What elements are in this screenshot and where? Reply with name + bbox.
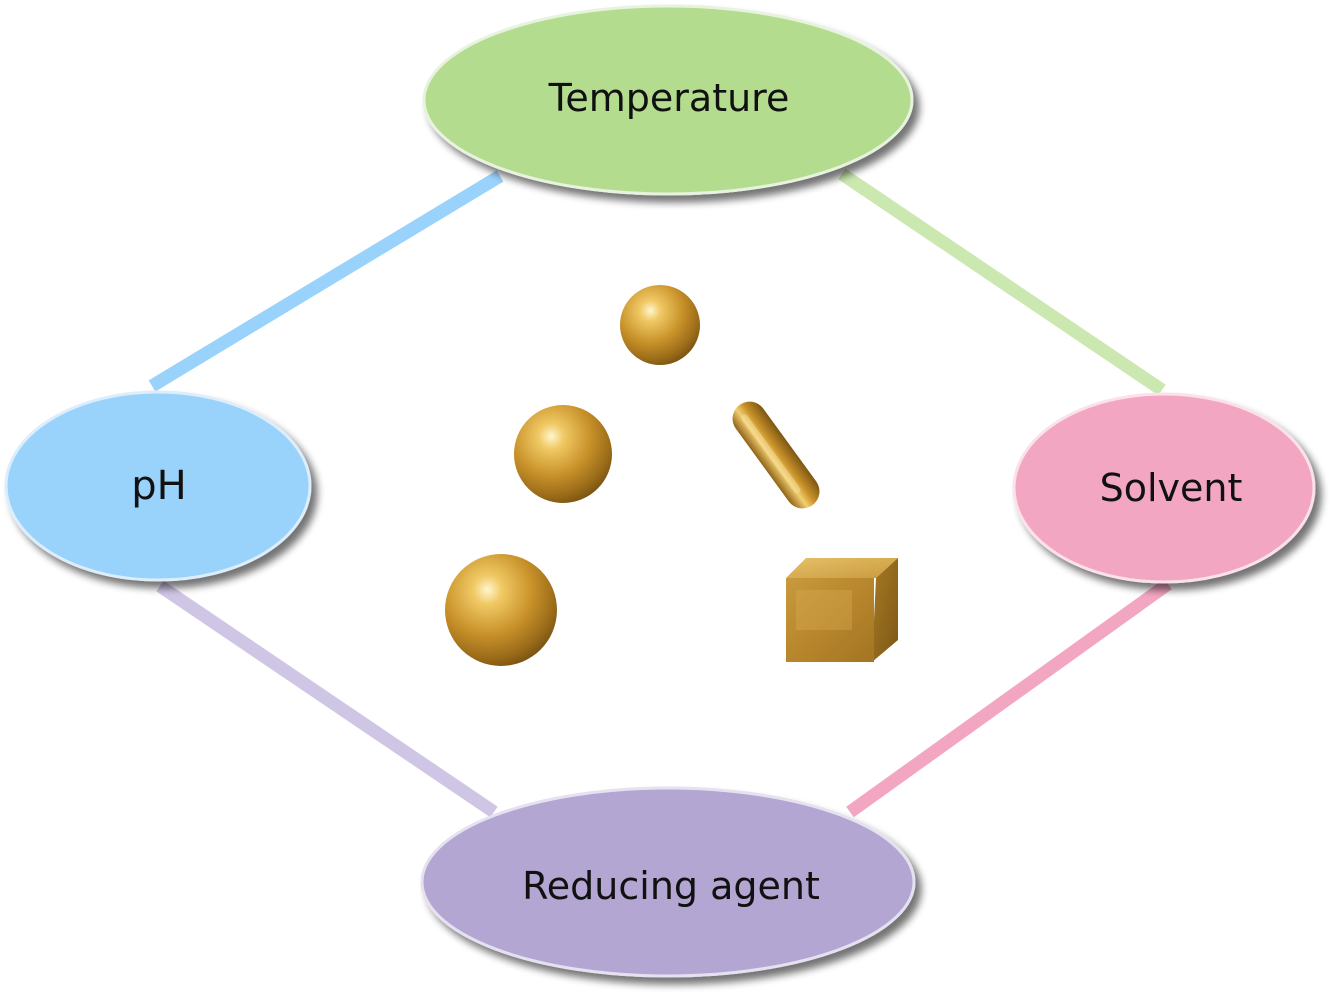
gold-sphere-large: [445, 554, 557, 666]
ph-node: [4, 390, 312, 582]
gold-nanorod: [732, 401, 820, 509]
connector-temperature-ph: [148, 170, 504, 392]
connector-ph-reducing-agent: [156, 580, 498, 818]
nanoparticle-cluster: [445, 285, 898, 666]
connector-temperature-solvent: [838, 168, 1166, 396]
connector-solvent-reducing-agent: [846, 578, 1172, 818]
gold-nanocube: [786, 558, 898, 662]
solvent-node: [1012, 392, 1316, 584]
gold-sphere-small: [620, 285, 700, 365]
gold-sphere-medium: [514, 405, 612, 503]
temperature-node: [422, 4, 914, 196]
reducing-agent-node: [420, 786, 916, 978]
